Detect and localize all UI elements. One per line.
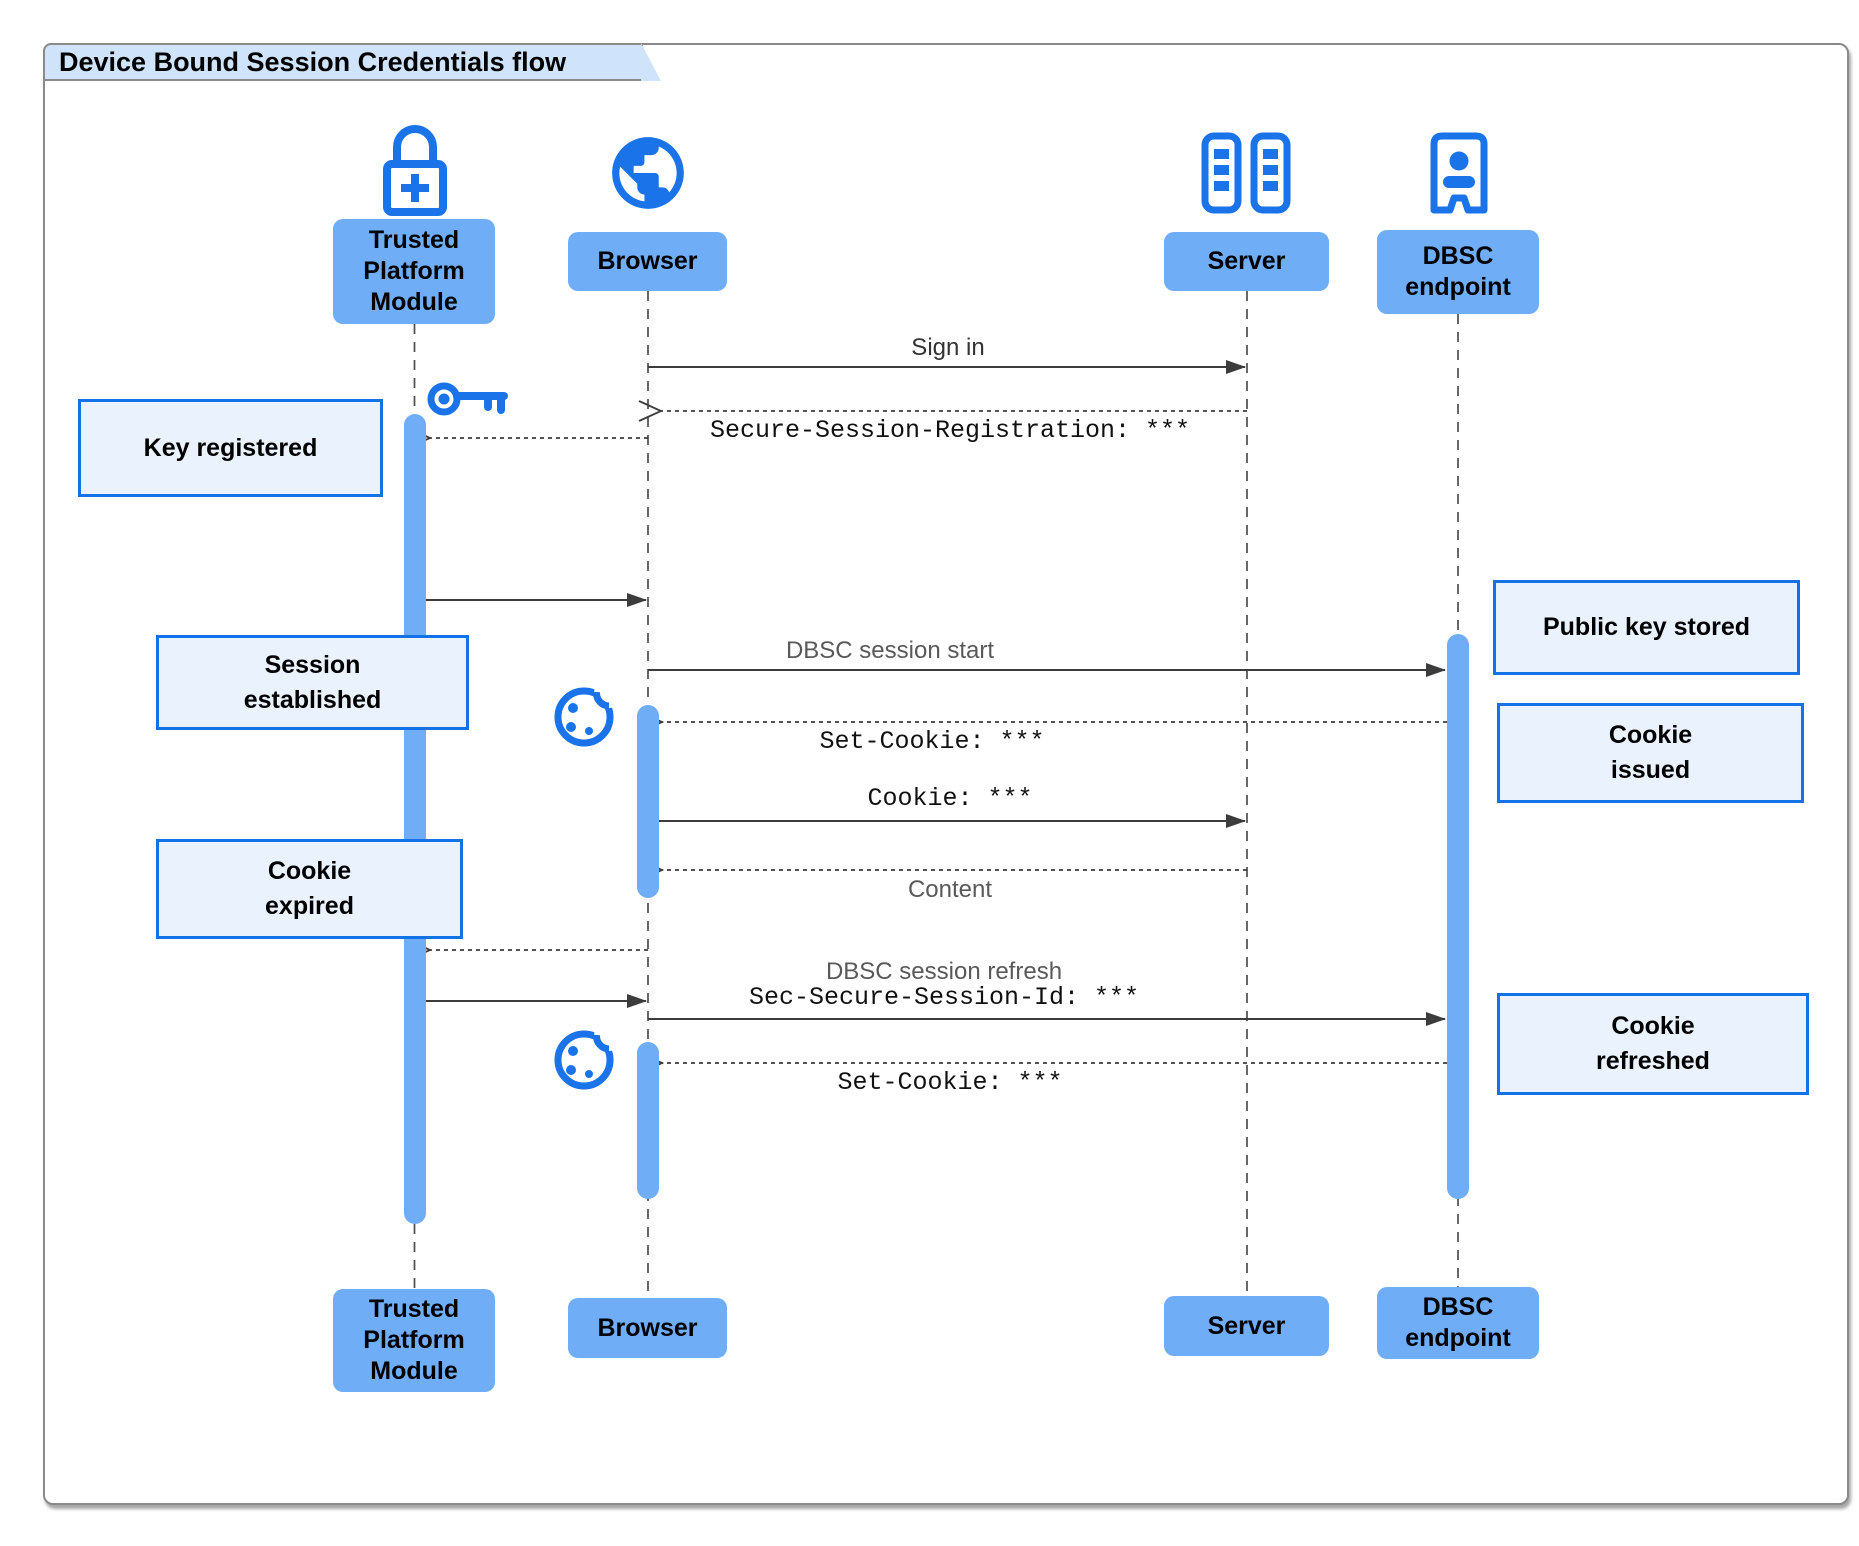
note-session-established: Session established <box>156 635 469 730</box>
note-text: Public key stored <box>1542 613 1751 641</box>
activation-dbsc <box>1447 634 1469 1199</box>
participant-label: Trusted Platform Module <box>363 1295 465 1385</box>
participant-label: Browser <box>597 1313 698 1342</box>
diagram-title-fold <box>641 43 661 81</box>
label-sec-secure-session-id: Sec-Secure-Session-Id: *** <box>748 983 1140 1012</box>
note-text: Cookie expired <box>265 857 354 920</box>
label-set-cookie-second: Set-Cookie: *** <box>837 1068 1063 1097</box>
participant-server-top: Server <box>1164 232 1329 291</box>
note-text: Session established <box>243 650 382 714</box>
cookie-icon <box>551 1024 621 1092</box>
participant-label: DBSC endpoint <box>1405 242 1511 301</box>
note-key-registered: Key registered <box>78 399 383 497</box>
participant-tpm-bottom: Trusted Platform Module <box>333 1289 495 1392</box>
participant-server-bottom: Server <box>1164 1296 1329 1356</box>
note-cookie-refreshed: Cookie refreshed <box>1497 993 1809 1095</box>
note-cookie-issued: Cookie issued <box>1497 703 1804 803</box>
participant-label: Server <box>1207 1311 1286 1340</box>
participant-dbsc-top: DBSC endpoint <box>1377 230 1539 314</box>
label-content: Content <box>907 876 993 903</box>
server-rack-icon <box>1200 132 1292 214</box>
participant-browser-top: Browser <box>568 232 727 291</box>
participant-tpm-top: Trusted Platform Module <box>333 219 495 324</box>
badge-person-icon <box>1424 128 1494 214</box>
note-text: Key registered <box>143 433 318 462</box>
note-public-key-stored: Public key stored <box>1493 580 1800 675</box>
participant-label: Trusted Platform Module <box>363 226 465 316</box>
key-icon <box>424 376 516 424</box>
activation-tpm <box>403 414 426 1224</box>
label-secure-session-registration: Secure-Session-Registration: *** <box>709 416 1191 445</box>
participant-label: Browser <box>597 247 698 275</box>
label-dbsc-session-refresh: DBSC session refresh <box>825 958 1063 985</box>
activation-browser-1 <box>637 705 659 898</box>
label-set-cookie-first: Set-Cookie: *** <box>819 727 1045 756</box>
participant-label: Server <box>1207 247 1286 275</box>
note-text: Cookie issued <box>1608 721 1693 784</box>
label-dbsc-session-start: DBSC session start <box>785 637 995 664</box>
participant-dbsc-bottom: DBSC endpoint <box>1377 1287 1539 1359</box>
note-cookie-expired: Cookie expired <box>156 839 463 939</box>
globe-icon <box>605 130 691 216</box>
diagram-title: Device Bound Session Credentials flow <box>43 43 643 81</box>
note-text: Cookie refreshed <box>1596 1012 1710 1075</box>
participant-label: DBSC endpoint <box>1405 1293 1511 1352</box>
lock-plus-icon <box>375 118 455 218</box>
activation-browser-2 <box>637 1042 659 1199</box>
label-cookie: Cookie: *** <box>867 784 1033 813</box>
cookie-icon <box>551 681 621 749</box>
participant-browser-bottom: Browser <box>568 1298 727 1358</box>
diagram-title-text: Device Bound Session Credentials flow <box>59 46 567 77</box>
label-sign-in: Sign in <box>911 334 985 361</box>
